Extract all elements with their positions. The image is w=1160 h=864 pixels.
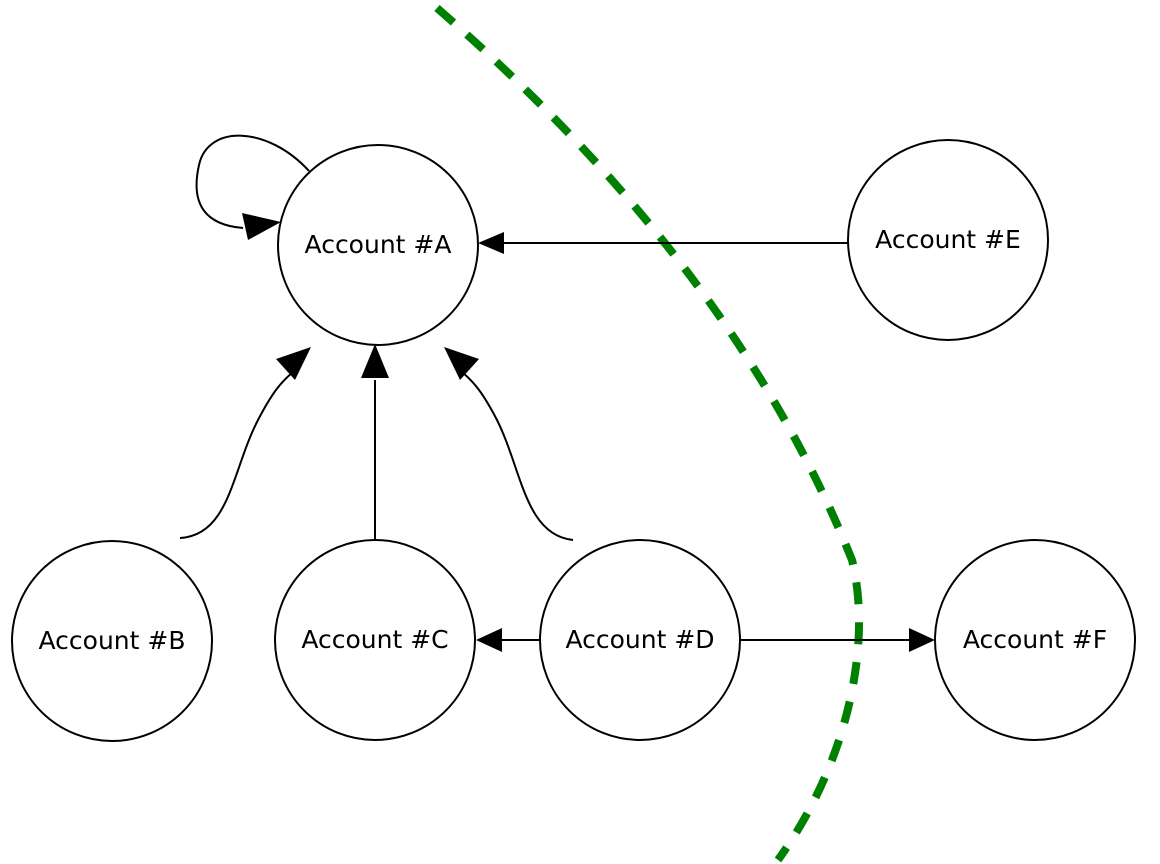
- edge-line-b-a: [179, 371, 294, 539]
- node-circle-c: [274, 539, 476, 741]
- node-circle-f: [934, 539, 1136, 741]
- node-label-c: Account #C: [301, 625, 448, 654]
- node-label-e: Account #E: [875, 225, 1021, 254]
- edge-account-d-to-account-f[interactable]: [740, 628, 935, 652]
- edge-account-b-to-account-a[interactable]: [179, 347, 311, 539]
- arrowhead-c-a: [361, 344, 389, 378]
- edge-account-c-to-account-a[interactable]: [361, 344, 389, 540]
- node-account-d[interactable]: Account #D: [539, 539, 741, 741]
- node-circle-b: [11, 540, 213, 742]
- arrowhead-b-a: [276, 347, 311, 380]
- jurisdiction-boundary-curve: [434, 4, 863, 863]
- arrowhead-e-a: [478, 232, 504, 254]
- node-label-d: Account #D: [565, 625, 714, 654]
- edge-account-d-to-account-c[interactable]: [476, 628, 540, 652]
- node-circle-a: [277, 144, 479, 346]
- edge-account-a-self-loop[interactable]: [195, 134, 310, 240]
- arrowhead-d-c: [476, 628, 502, 652]
- arrowhead-d-a: [444, 347, 479, 380]
- edge-line-d-a: [461, 371, 574, 541]
- node-account-a[interactable]: Account #A: [277, 144, 479, 346]
- node-label-f: Account #F: [963, 625, 1107, 654]
- node-account-c[interactable]: Account #C: [274, 539, 476, 741]
- edge-account-d-to-account-a[interactable]: [444, 347, 574, 541]
- edge-line-a-a: [195, 134, 310, 229]
- node-label-b: Account #B: [39, 626, 186, 655]
- node-account-f[interactable]: Account #F: [934, 539, 1136, 741]
- node-account-e[interactable]: Account #E: [847, 139, 1049, 341]
- arrowhead-a-a: [242, 213, 281, 240]
- node-label-a: Account #A: [305, 230, 452, 259]
- node-circle-d: [539, 539, 741, 741]
- node-account-b[interactable]: Account #B: [11, 540, 213, 742]
- edge-account-e-to-account-a[interactable]: [478, 232, 848, 254]
- node-circle-e: [847, 139, 1049, 341]
- arrowhead-d-f: [909, 628, 935, 652]
